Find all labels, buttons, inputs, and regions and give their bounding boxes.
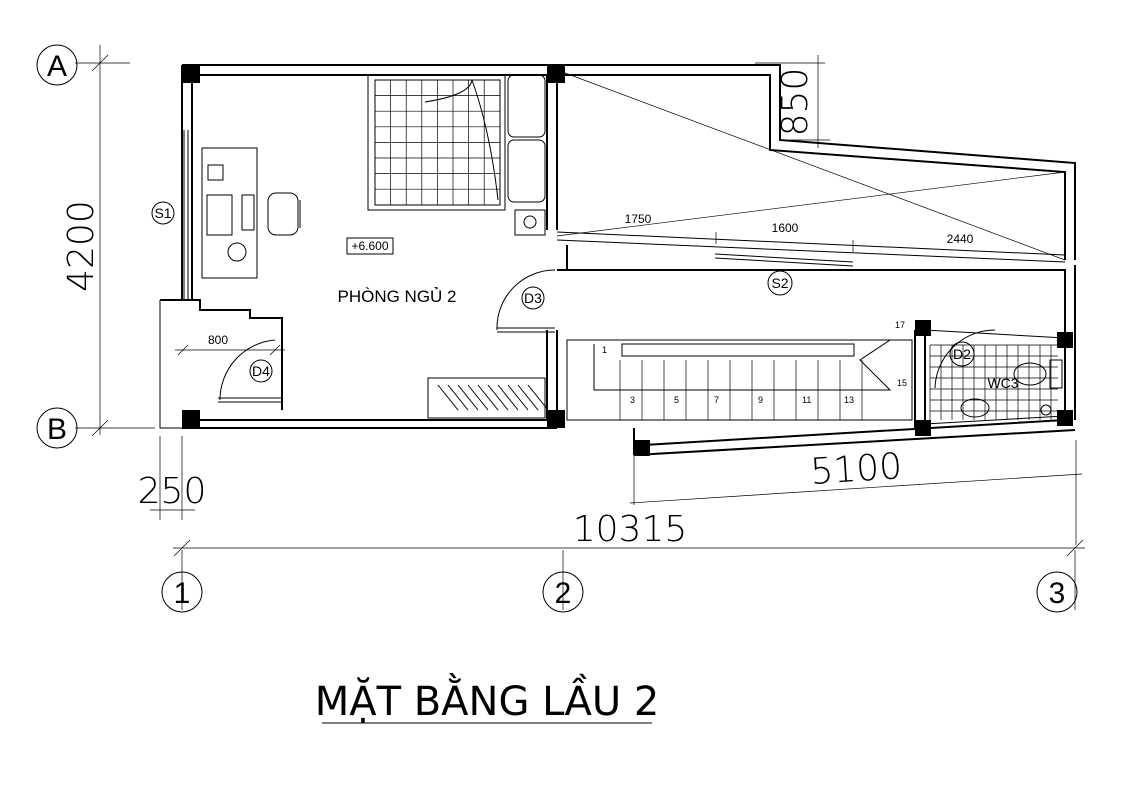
svg-text:4200: 4200 [61, 200, 102, 292]
dimension-850: 850 [755, 55, 830, 148]
svg-text:MẶT BẰNG LẦU 2: MẶT BẰNG LẦU 2 [315, 672, 660, 725]
svg-text:13: 13 [844, 395, 854, 405]
dimension-800: 800 [175, 333, 285, 356]
window-s1: S1 [151, 130, 189, 300]
desk [201, 147, 258, 279]
svg-text:WC3: WC3 [987, 375, 1018, 391]
axis-bubble-2: 2 [542, 571, 584, 613]
svg-text:3: 3 [1049, 577, 1066, 610]
axis-bubble-1: 1 [161, 571, 203, 613]
svg-text:S2: S2 [771, 275, 788, 291]
svg-text:1: 1 [602, 345, 607, 355]
stair: 1 3 5 7 9 11 13 15 17 [566, 320, 913, 421]
chair [267, 192, 301, 236]
dimension-4200: 4200 [61, 45, 109, 437]
svg-text:D2: D2 [953, 346, 971, 362]
svg-text:9: 9 [758, 395, 763, 405]
axis-grid [75, 62, 1076, 610]
svg-text:D4: D4 [252, 363, 270, 379]
wc-room: D2 WC3 [929, 329, 1063, 420]
svg-text:850: 850 [775, 68, 816, 137]
door-d3: D3 [496, 269, 556, 333]
bed [367, 74, 546, 236]
svg-text:5100: 5100 [809, 446, 903, 493]
svg-text:2: 2 [555, 577, 572, 610]
svg-text:+6.600: +6.600 [351, 239, 388, 253]
dimension-250: 250 [138, 436, 207, 520]
axis-bubble-a: A [36, 44, 78, 86]
svg-text:3: 3 [630, 395, 635, 405]
svg-text:1600: 1600 [772, 221, 799, 235]
svg-text:10315: 10315 [573, 509, 688, 550]
svg-text:7: 7 [714, 395, 719, 405]
svg-text:A: A [47, 50, 67, 83]
void-cross-lines [556, 69, 1066, 261]
door-d4: D4 [218, 339, 282, 403]
svg-text:D3: D3 [524, 290, 542, 306]
dimension-10315: 10315 [173, 509, 1085, 557]
svg-text:800: 800 [208, 333, 228, 347]
columns [182, 65, 1073, 456]
svg-text:15: 15 [897, 378, 907, 388]
level-marker: +6.600 [346, 237, 394, 255]
wardrobe [427, 377, 549, 419]
svg-text:1: 1 [174, 577, 191, 610]
svg-text:B: B [47, 413, 67, 446]
dimension-5100: 5100 [629, 440, 1083, 545]
window-s2: S2 [714, 253, 854, 296]
drawing-title: MẶT BẰNG LẦU 2 [315, 672, 660, 725]
svg-text:S1: S1 [154, 205, 171, 221]
svg-text:250: 250 [138, 471, 207, 512]
svg-text:11: 11 [802, 395, 811, 405]
svg-text:2440: 2440 [947, 232, 974, 246]
svg-text:5: 5 [674, 395, 679, 405]
room-label: PHÒNG NGỦ 2 [337, 287, 456, 306]
svg-text:17: 17 [895, 320, 905, 330]
segment-dimensions: 1750 1600 2440 [625, 212, 974, 252]
axis-bubble-3: 3 [1036, 571, 1078, 613]
walls [159, 64, 1076, 456]
svg-text:1750: 1750 [625, 212, 652, 226]
axis-bubble-b: B [36, 407, 78, 449]
